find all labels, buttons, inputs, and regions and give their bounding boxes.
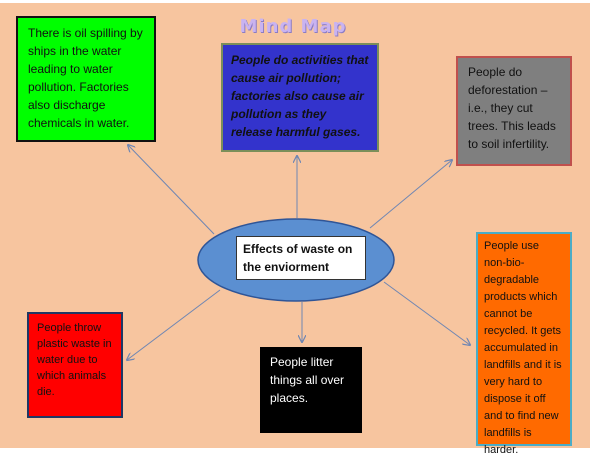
node-deforestation: People do deforestation – i.e., they cut… (456, 56, 572, 166)
node-littering: People litter things all over places. (260, 347, 362, 433)
arrow-to-forest (369, 160, 452, 229)
node-non-biodegradable: People use non-bio-degradable products w… (476, 232, 572, 456)
node-air-pollution: People do activities that cause air poll… (221, 43, 379, 152)
node-plastic-in-water: People throw plastic waste in water due … (27, 312, 123, 418)
top-edge (0, 0, 590, 3)
arrow-to-oil (128, 145, 215, 235)
node-water-pollution: There is oil spilling by ships in the wa… (16, 16, 156, 142)
mind-map-title: Mind Map (239, 16, 347, 37)
arrow-to-throw (127, 289, 221, 360)
center-topic-label: Effects of waste on the enviorment (236, 236, 366, 280)
arrow-to-nonbio (383, 281, 470, 345)
